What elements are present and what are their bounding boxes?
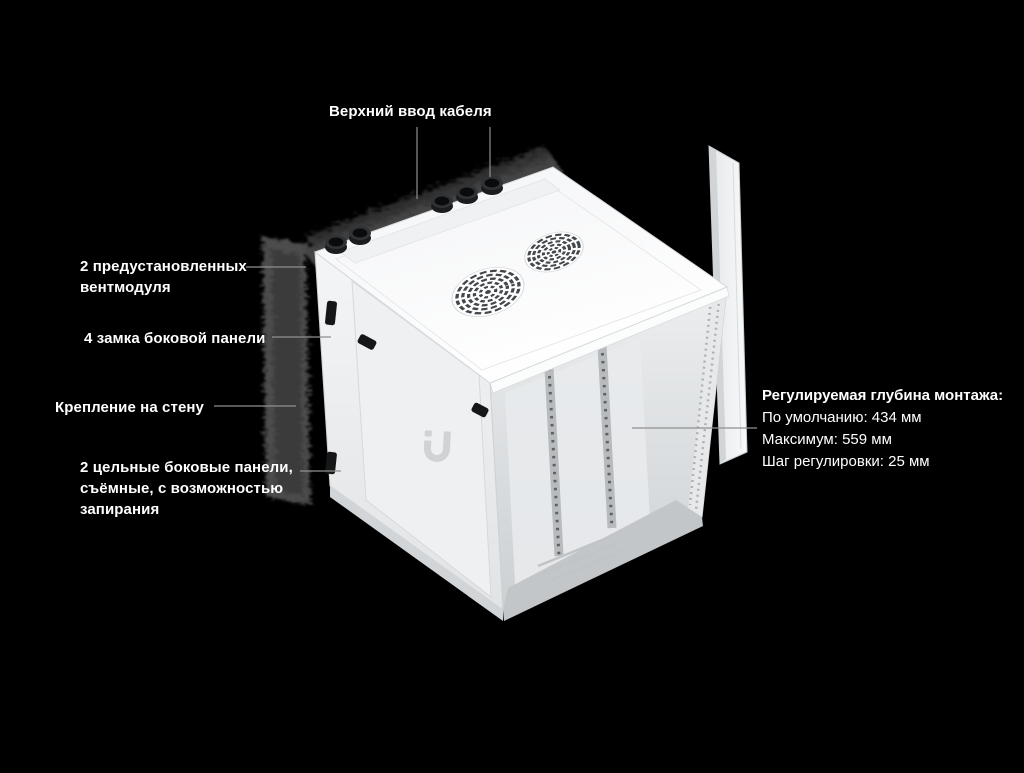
ubiquiti-logo <box>423 430 451 462</box>
label-side-panel-locks: 4 замка боковой панели <box>84 330 266 347</box>
cabinet-base <box>330 486 703 621</box>
spec-depth-block: Регулируемая глубина монтажа: По умолчан… <box>762 385 1003 473</box>
vent-frame <box>688 283 727 517</box>
label-top-cable-entry: Верхний ввод кабеля <box>329 103 492 120</box>
spec-depth-title: Регулируемая глубина монтажа: <box>762 387 1004 404</box>
leader-lines <box>214 127 757 472</box>
rack-rails <box>544 344 617 557</box>
spec-depth-max: Максимум: 559 мм <box>762 431 892 448</box>
label-wall-mount: Крепление на стену <box>55 399 204 416</box>
cabinet-top <box>313 166 729 384</box>
cable-entry-grommets <box>325 176 503 254</box>
fan-grille <box>451 267 525 317</box>
label-side-panels: 2 цельные боковые панели, съёмные, с воз… <box>80 459 293 518</box>
spec-depth-step: Шаг регулировки: 25 мм <box>762 453 930 470</box>
label-fan-modules: 2 предустановленных вентмодуля <box>80 258 247 296</box>
fan-grille <box>524 231 584 273</box>
spec-depth-default: По умолчанию: 434 мм <box>762 409 922 426</box>
side-panel-locks <box>325 300 489 475</box>
interior-vent-slats <box>537 534 625 584</box>
